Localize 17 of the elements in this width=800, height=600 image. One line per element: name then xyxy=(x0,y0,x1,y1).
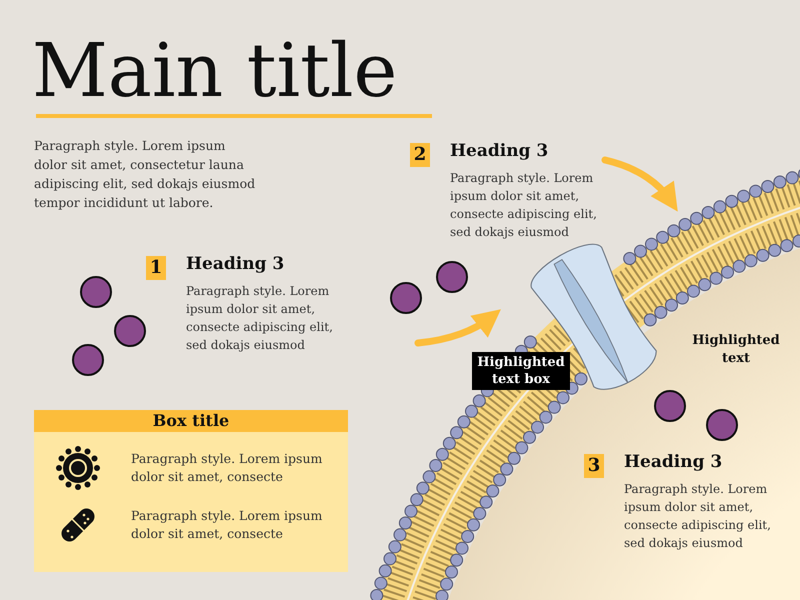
paragraph-text: Paragraph style. Lorem ipsum dolor sit amet, consecte adipiscing elit, sed dokajs eiusmod xyxy=(186,283,334,354)
main-title: Main title xyxy=(32,27,398,116)
paragraph-text: Paragraph style. Lorem ipsum dolor sit amet, consectetur launa adipiscing elit, sed dokajs eiusmod tempor incididunt ut labore. xyxy=(34,137,256,212)
paragraph-text: Paragraph style. Lorem ipsum dolor sit amet, consecte xyxy=(131,450,324,486)
number-badge: 2 xyxy=(410,143,430,167)
highlighted-text: Highlighted text xyxy=(691,332,781,368)
number-badge: 3 xyxy=(584,454,604,478)
heading: Heading 3 xyxy=(186,254,284,274)
box-title-bar: Box title xyxy=(34,410,348,432)
paragraph-text: Paragraph style. Lorem ipsum dolor sit amet, consecte adipiscing elit, sed dokajs eiusmod xyxy=(450,170,598,241)
heading: Heading 3 xyxy=(450,141,548,161)
paragraph-text: Paragraph style. Lorem ipsum dolor sit amet, consecte xyxy=(131,507,324,543)
highlighted-text-box: Highlighted text box xyxy=(472,352,570,390)
paragraph-text: Paragraph style. Lorem ipsum dolor sit amet, consecte adipiscing elit, sed dokajs eiusmod xyxy=(624,481,772,552)
heading: Heading 3 xyxy=(624,452,722,472)
number-badge: 1 xyxy=(146,256,166,280)
info-box xyxy=(34,410,348,572)
